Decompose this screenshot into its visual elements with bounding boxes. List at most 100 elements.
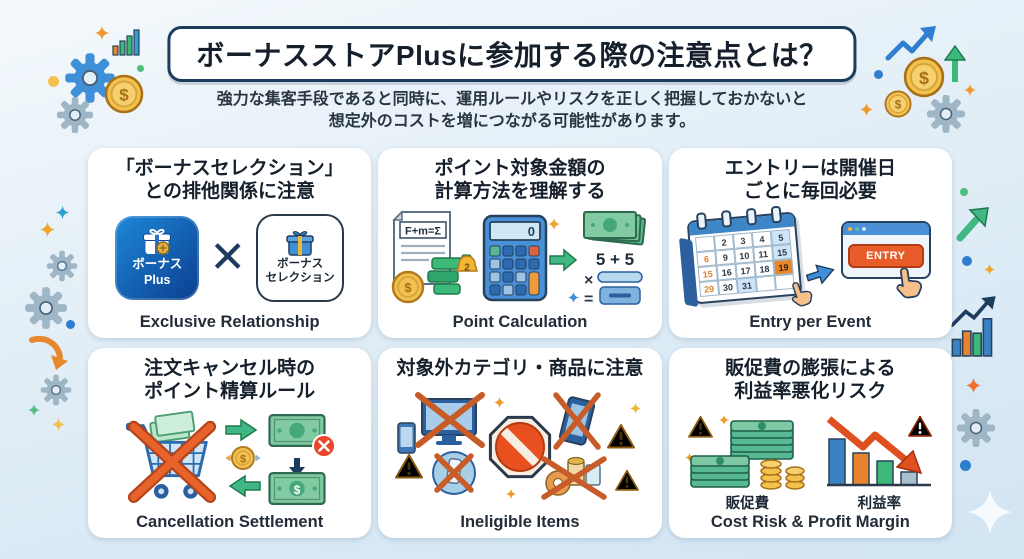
warning-icon	[615, 469, 639, 491]
calendar-cell: 30	[717, 278, 738, 296]
gift-icon	[286, 230, 314, 256]
dot-decoration	[960, 188, 968, 196]
declining-chart-icon	[827, 415, 933, 487]
bar-shape	[597, 271, 643, 283]
cancelled-monitor-icon	[414, 391, 485, 448]
entry-button: ENTRY	[847, 244, 924, 269]
card-entry-per-event: エントリーは開催日 ごとに毎回必要 2 3 4 5 6 9 10 11 15	[668, 148, 952, 338]
bill-stack-back	[730, 420, 795, 460]
card-cancellation-settlement: 注文キャンセル時の ポイント精算ルール	[88, 348, 372, 538]
arrow-right-icon	[805, 264, 835, 285]
arrow-down-icon	[288, 458, 305, 478]
cancelled-cart-icon	[125, 410, 216, 504]
sparkle-icon	[966, 378, 981, 393]
card-cost-risk: 販促費の膨張による 利益率悪化リスク	[668, 348, 952, 538]
card-title-line: 販促費の膨張による	[725, 358, 896, 379]
card-title: 注文キャンセル時の ポイント精算ルール	[144, 357, 315, 403]
bonus-selection-label-1: ボーナス	[277, 257, 324, 270]
card-caption: Ineligible Items	[460, 512, 580, 531]
calculator-icon: 0	[482, 214, 548, 302]
bonus-plus-label-2: Plus	[144, 272, 171, 287]
curved-arrow-icon	[29, 336, 68, 370]
cancelled-bottle-icon	[431, 450, 476, 495]
page-subtitle: 強力な集客手段であると同時に、運用ルールやリスクを正しく把握しておかないと 想定…	[0, 89, 1024, 132]
sparkle-icon	[95, 26, 109, 40]
diagonal-arrow-icon	[956, 207, 989, 242]
coin-stacks	[760, 459, 806, 490]
declining-arrow-icon	[827, 416, 910, 464]
refund-flow: $	[268, 414, 336, 506]
arrow-right-icon	[224, 418, 258, 442]
bonus-selection-badge: ボーナス セレクション	[256, 214, 345, 303]
calendar-grid: 2 3 4 5 6 9 10 11 15 15 16 17 18 19 29 3…	[694, 229, 795, 298]
equals-icon: =	[584, 291, 593, 308]
coin-icon: $	[391, 270, 425, 304]
sparkle-icon	[493, 396, 505, 408]
bonus-plus-label-1: ボーナス	[132, 257, 183, 272]
card-point-calculation: ポイント対象金額の 計算方法を理解する F+m=Σ	[378, 148, 662, 338]
card-caption: Exclusive Relationship	[139, 312, 320, 331]
card-title: 販促費の膨張による 利益率悪化リスク	[725, 357, 895, 403]
sparkle-icon	[28, 404, 40, 416]
card-title-line: ごとに毎回必要	[743, 181, 877, 203]
bill-refund-icon: $	[268, 472, 326, 506]
prohibition-sign-icon	[488, 415, 552, 478]
svg-text:$: $	[240, 454, 246, 466]
svg-text:$: $	[293, 483, 300, 497]
mini-bar-chart-icon	[112, 29, 140, 56]
dot-decoration	[66, 320, 75, 329]
cost-risk-art: 販促費 利益率	[677, 403, 944, 513]
warning-icon	[394, 453, 423, 479]
bonus-selection-label-2: セレクション	[265, 272, 335, 285]
svg-text:$: $	[404, 280, 412, 295]
phone-icon	[397, 421, 416, 454]
calculation-illustration: F+m=Σ 2 $	[391, 210, 647, 308]
card-title-line: 計算方法を理解する	[434, 181, 606, 203]
entry-art: 2 3 4 5 6 9 10 11 15 15 16 17 18 19 29 3…	[677, 203, 944, 313]
svg-text:0: 0	[528, 224, 535, 239]
dot-decoration	[962, 256, 972, 266]
card-title-line: 対象外カテゴリ・商品に注意	[396, 358, 644, 379]
sparkle-icon	[567, 292, 579, 304]
money-stacks-icon	[685, 414, 806, 490]
bonus-plus-badge: ボーナス Plus	[115, 216, 200, 301]
card-title-line: ポイント対象金額の	[434, 158, 606, 179]
sparkle-icon	[629, 402, 641, 414]
warning-icon	[908, 415, 933, 437]
svg-text:F+m=Σ: F+m=Σ	[405, 226, 441, 238]
cancelled-smartphone-icon	[553, 391, 601, 450]
profit-margin-group: 利益率	[823, 413, 935, 513]
up-arrow-icon	[944, 44, 966, 82]
sparkle-icon	[968, 490, 1012, 534]
gear-icon	[956, 408, 996, 448]
bills-in-cart	[148, 410, 195, 444]
cancellation-art: $ $	[96, 403, 363, 513]
trend-up-arrow-icon	[885, 26, 936, 61]
dot-decoration	[48, 76, 59, 87]
arrow-left-icon	[228, 474, 261, 498]
sparkle-icon	[984, 264, 995, 275]
multiply-icon: ×	[584, 272, 593, 289]
cancelled-food-icon	[541, 455, 607, 500]
gift-icon	[143, 229, 172, 255]
exchange-arrows: $	[224, 418, 261, 498]
dot-decoration	[874, 70, 883, 79]
pointing-hand-icon	[891, 263, 925, 301]
gear-icon	[24, 286, 68, 330]
card-exclusive-relationship: 「ボーナスセレクション」 との排他関係に注意 ボーナス Plus ✕	[88, 148, 372, 338]
card-title-line: 利益率悪化リスク	[734, 381, 887, 403]
bill-stack-front	[690, 455, 751, 488]
calendar-cell	[755, 275, 776, 293]
warning-icon	[688, 415, 714, 438]
dot-decoration	[960, 460, 971, 471]
ineligible-art	[386, 380, 653, 513]
promo-cost-group: 販促費	[685, 413, 809, 513]
card-title-line: 注文キャンセル時の	[144, 358, 316, 379]
card-title: 対象外カテゴリ・商品に注意	[396, 357, 643, 380]
card-title-line: 「ボーナスセレクション」	[115, 158, 344, 179]
mini-arrow-right	[253, 454, 261, 462]
card-caption: Entry per Event	[749, 312, 872, 331]
window-dot	[847, 227, 852, 232]
sum-text: 5 + 5	[596, 250, 634, 269]
